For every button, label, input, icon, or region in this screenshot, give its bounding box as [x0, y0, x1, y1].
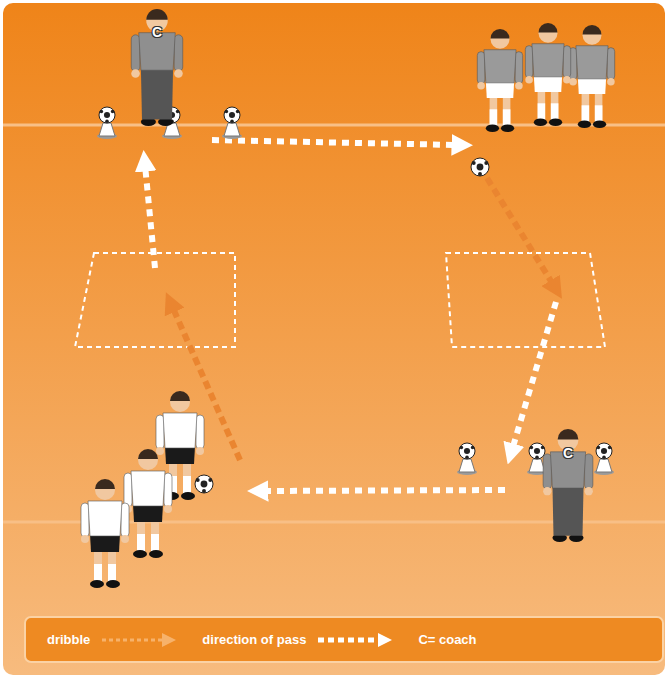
cone-marker — [457, 443, 477, 475]
coach-letter: C — [152, 24, 162, 40]
legend-item: C= coach — [418, 632, 476, 647]
soccer-ball — [195, 475, 213, 493]
legend-head — [162, 633, 176, 647]
legend-row: dribble direction of pass C= coach — [25, 617, 663, 662]
legend-text: direction of pass — [202, 632, 306, 647]
legend-item: direction of pass — [202, 632, 408, 648]
player-figure — [569, 25, 614, 128]
player-figure — [525, 23, 570, 126]
coach-letter: C — [563, 445, 573, 461]
cone-marker — [97, 107, 117, 139]
soccer-ball — [529, 443, 545, 459]
coach-figure — [543, 429, 593, 542]
soccer-ball — [471, 158, 489, 176]
pass-arrow — [145, 165, 155, 268]
pitch-background — [3, 3, 665, 675]
cone-marker — [594, 443, 614, 475]
legend-text: C= coach — [418, 632, 476, 647]
legend-line — [102, 638, 162, 641]
soccer-ball — [99, 107, 115, 123]
legend-sample — [100, 632, 178, 648]
pass-arrow — [262, 490, 505, 491]
dribble-arrow — [487, 178, 554, 286]
legend-head — [378, 633, 392, 647]
cone-marker — [222, 107, 242, 139]
legend-sample — [316, 632, 394, 648]
player-figure — [477, 29, 522, 132]
grid-box — [446, 253, 605, 347]
pass-arrow — [212, 140, 458, 145]
legend-line — [318, 637, 378, 642]
legend-item: dribble — [47, 632, 192, 648]
soccer-ball — [224, 107, 240, 123]
legend-text: dribble — [47, 632, 90, 647]
pass-arrow — [512, 302, 556, 450]
soccer-ball — [459, 443, 475, 459]
player-figure — [81, 479, 129, 588]
coach-figure — [131, 9, 182, 126]
legend-bar — [25, 617, 663, 662]
soccer-ball — [596, 443, 612, 459]
player-figure — [124, 449, 172, 558]
